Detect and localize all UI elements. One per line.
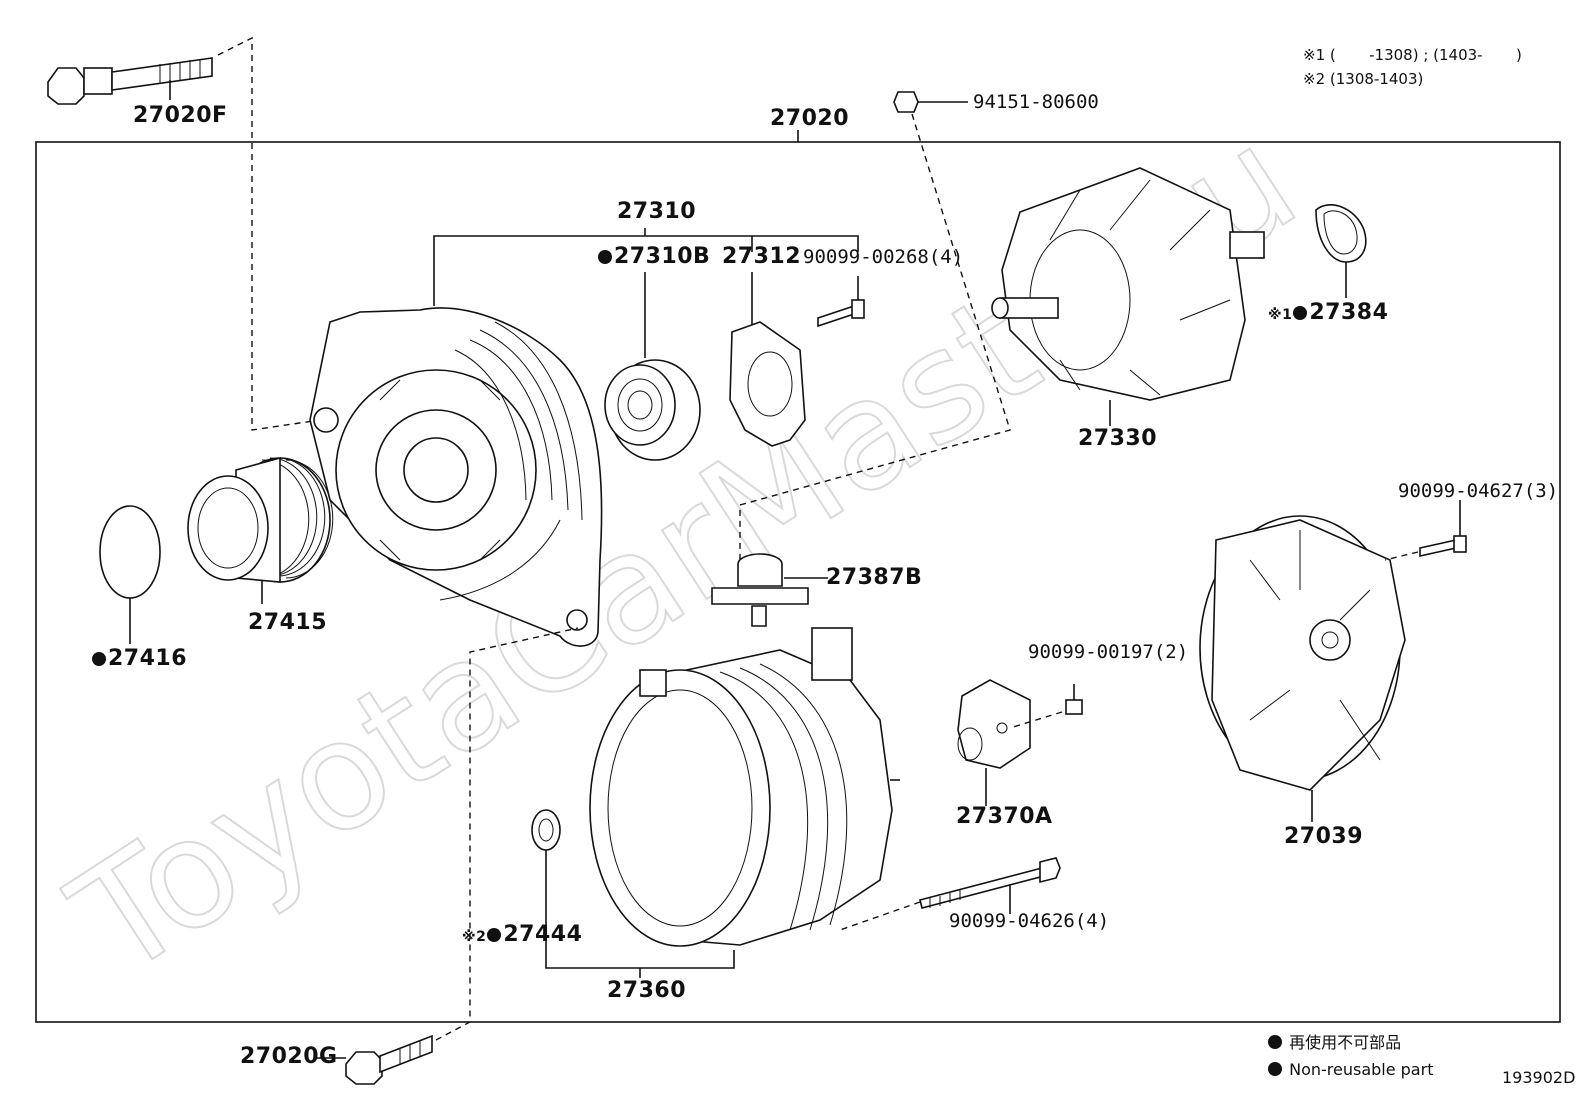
legend-english: Non-reusable part (1268, 1062, 1433, 1078)
label-90099-00197: 90099-00197(2) (1028, 641, 1189, 663)
non-reusable-dot-icon (1293, 306, 1308, 320)
label-27020f: 27020F (133, 103, 228, 128)
label-27310: 27310 (617, 199, 697, 224)
rear-frame-27360-drawing (545, 627, 900, 978)
drive-end-frame-drawing (309, 307, 603, 647)
screw-90099-00268-drawing (817, 276, 865, 328)
label-27415: 27415 (248, 610, 328, 635)
pulley-27415-drawing (187, 456, 334, 604)
bolt-27020g-drawing (314, 1034, 433, 1085)
bearing-27310b-drawing (604, 359, 701, 461)
note-star-2: ※2 (1308-1403) (1303, 70, 1424, 88)
insulator-27387b-drawing (711, 553, 828, 627)
label-90099-00268: 90099-00268(4) (803, 246, 964, 268)
cap-27416-drawing (99, 505, 161, 644)
screw-90099-04627-drawing (1419, 500, 1467, 557)
retainer-27312-drawing (729, 321, 806, 447)
label-27039: 27039 (1284, 824, 1364, 849)
non-reusable-dot-icon (92, 652, 106, 666)
label-27387b: 27387B (826, 565, 923, 590)
non-reusable-dot-icon (1268, 1062, 1282, 1076)
non-reusable-dot-icon (487, 928, 502, 942)
label-90099-04627: 90099-04627(3) (1398, 480, 1559, 502)
non-reusable-dot-icon (1268, 1035, 1282, 1049)
label-27310b: 27310B (598, 246, 710, 268)
label-27370a: 27370A (956, 804, 1053, 829)
ring-27384-drawing (1315, 204, 1367, 298)
label-90099-04626: 90099-04626(4) (949, 910, 1110, 932)
rear-cover-27039-drawing (1199, 515, 1406, 822)
through-bolt-90099-04626-drawing (919, 857, 1061, 914)
note-star-1: ※1 ( -1308) ; (1403- ) (1303, 46, 1522, 64)
legend-japanese: 再使用不可部品 (1268, 1035, 1401, 1051)
label-94151-80600: 94151-80600 (973, 91, 1099, 113)
non-reusable-dot-icon (598, 250, 612, 264)
figure-number: 193902D (1502, 1068, 1576, 1087)
bolt-27020f-drawing (47, 57, 213, 105)
screw-94151-drawing (893, 91, 968, 113)
label-27020g: 27020G (240, 1044, 338, 1069)
rotor-27330-drawing (991, 167, 1265, 426)
screw-90099-00197-drawing (1065, 684, 1083, 715)
brush-holder-27370a-drawing (957, 679, 1031, 806)
label-27312: 27312 (722, 244, 802, 269)
label-27330: 27330 (1078, 426, 1158, 451)
label-27020: 27020 (770, 106, 850, 131)
washer-27444-drawing (531, 809, 561, 851)
label-27416: 27416 (92, 648, 187, 670)
label-27360: 27360 (607, 978, 687, 1003)
